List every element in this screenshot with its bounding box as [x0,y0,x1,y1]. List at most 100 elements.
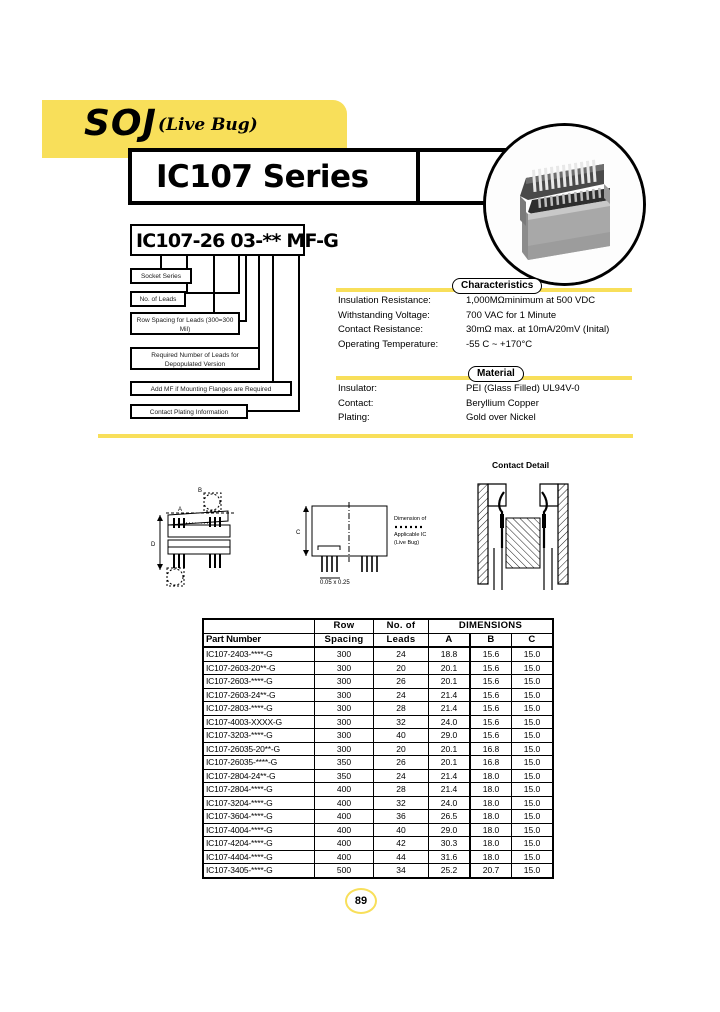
leader-line [160,256,162,276]
cell-dim-a: 24.0 [428,714,471,729]
cell-part-number: IC107-2804-24**-G [202,768,315,783]
cell-dim-b: 16.8 [469,755,512,770]
cell-no-of-leads: 24 [373,687,429,702]
cell-row-spacing: 400 [314,795,374,810]
spec-label: Contact Resistance: [338,324,424,335]
cell-dim-a: 26.5 [428,809,471,824]
leader-line [245,256,247,322]
series-box: IC107 Series [128,148,420,205]
cell-part-number: IC107-4204-****-G [202,836,315,851]
page-number-badge: 89 [345,888,377,914]
cell-dim-c: 15.0 [511,714,554,729]
cell-part-number: IC107-3204-****-G [202,795,315,810]
material-row: Plating:Gold over Nickel [338,411,580,426]
leader-line [272,256,274,384]
cell-dim-b: 20.7 [469,863,512,879]
cell-part-number: IC107-26035-20**-G [202,741,315,756]
cell-dim-b: 18.0 [469,836,512,851]
series-title: IC107 Series [156,159,369,195]
connector-plan-view-drawing: D A B [151,488,234,587]
cell-row-spacing: 400 [314,809,374,824]
cell-dim-a: 31.6 [428,849,471,864]
cell-part-number: IC107-4004-****-G [202,822,315,837]
spec-label: Insulation Resistance: [338,295,431,306]
cell-part-number: IC107-3203-****-G [202,728,315,743]
cell-dim-a: 21.4 [428,687,471,702]
svg-text:B: B [198,488,202,494]
cell-no-of-leads: 32 [373,714,429,729]
cell-dim-b: 15.6 [469,728,512,743]
cell-dim-b: 16.8 [469,741,512,756]
cell-dim-a: 29.0 [428,728,471,743]
cell-dim-c: 15.0 [511,660,554,675]
page-subtitle: (Live Bug) [158,115,258,135]
callout-contact-plating: Contact Plating Information [130,404,248,419]
cell-dim-b: 18.0 [469,809,512,824]
callout-socket-series: Socket Series [130,268,192,284]
svg-text:A: A [178,507,182,513]
cell-dim-a: 29.0 [428,822,471,837]
material-row: Insulator: PEI (Glass Filled) UL94V-0 [338,382,580,397]
cell-dim-a: 21.4 [428,782,471,797]
spec-label: Plating: [338,412,370,423]
cell-part-number: IC107-2803-****-G [202,701,315,716]
spec-label: Withstanding Voltage: [338,309,430,321]
cell-dim-b: 15.6 [469,687,512,702]
cell-no-of-leads: 24 [373,646,429,662]
cell-dim-c: 15.0 [511,822,554,837]
cell-row-spacing: 300 [314,674,374,689]
cell-row-spacing: 300 [314,728,374,743]
cell-dim-c: 15.0 [511,836,554,851]
table-header-row-top: Row No. of DIMENSIONS [202,618,554,634]
svg-text:Applicable IC: Applicable IC [394,532,426,538]
header-blank [202,618,315,633]
cell-dim-c: 15.0 [511,849,554,864]
cell-part-number: IC107-4404-****-G [202,849,315,864]
cell-no-of-leads: 36 [373,809,429,824]
cell-dim-a: 25.2 [428,863,471,879]
cell-dim-b: 18.0 [469,782,512,797]
characteristics-row: Withstanding Voltage: 700 VAC for 1 Minut… [338,309,609,324]
part-number-code-box: IC107-26 03-** MF-G [130,224,339,256]
cell-dim-a: 21.4 [428,768,471,783]
product-photo-image [486,126,643,283]
cell-dim-a: 20.1 [428,660,471,675]
spec-label: Insulator: [338,383,378,394]
cell-dim-c: 15.0 [511,728,554,743]
cell-row-spacing: 300 [314,741,374,756]
cell-dim-a: 30.3 [428,836,471,851]
svg-text:0.05 x 0.25: 0.05 x 0.25 [320,580,350,586]
leader-line [246,410,300,412]
spec-value: PEI (Glass Filled) UL94V-0 [466,383,580,394]
cell-part-number: IC107-2603-20**-G [202,660,315,675]
leader-line [258,256,260,352]
cell-dim-c: 15.0 [511,755,554,770]
header-spacing: Spacing [314,632,374,648]
cell-row-spacing: 400 [314,782,374,797]
cell-no-of-leads: 40 [373,822,429,837]
cell-no-of-leads: 20 [373,660,429,675]
spec-value: 30mΩ max. at 10mA/20mV (Inital) [466,324,610,335]
cell-part-number: IC107-3604-****-G [202,809,315,824]
material-row: Contact:Beryllium Copper [338,397,580,412]
leader-line [238,256,240,294]
cell-dim-a: 20.1 [428,755,471,770]
cell-part-number: IC107-2603-24**-G [202,687,315,702]
spec-value: 700 VAC for 1 Minute [466,309,557,321]
cell-dim-a: 20.1 [428,741,471,756]
cell-part-number: IC107-2804-****-G [202,782,315,797]
cell-dim-b: 18.0 [469,822,512,837]
characteristics-list: Insulation Resistance:1,000MΩminimum at … [338,294,609,352]
